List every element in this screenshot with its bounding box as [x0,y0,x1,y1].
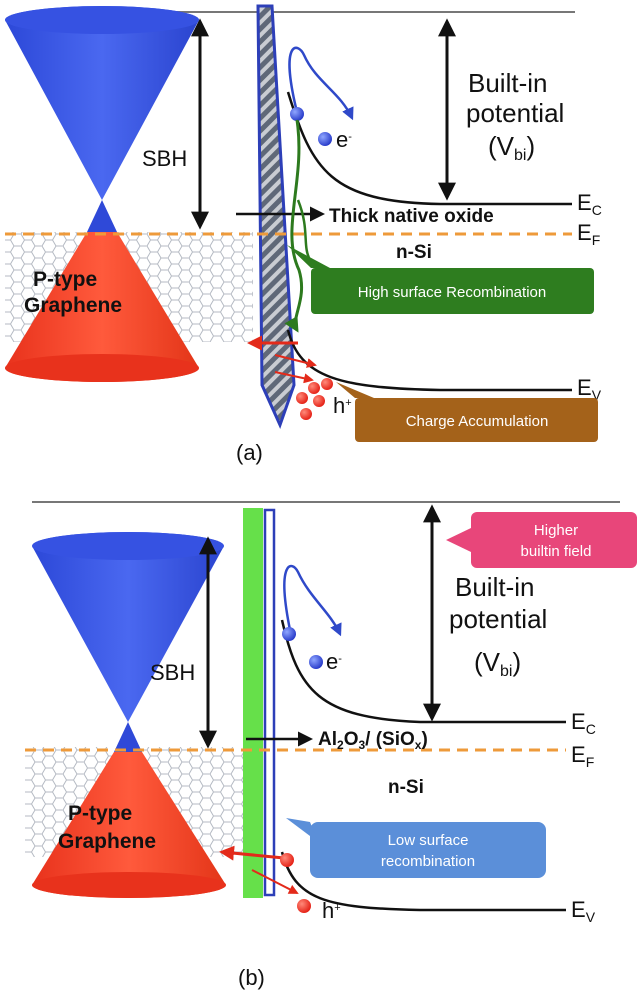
electron-ball [309,655,323,669]
dirac-cone-lower [5,232,199,382]
ef-label: EF [571,742,594,770]
cone-lower-rim [32,872,226,898]
electron-label: e- [336,127,352,152]
sbh-label: SBH [150,660,195,685]
interlayer-label: Al2O3/ (SiOx) [318,729,428,752]
cone-lower-rim [5,354,199,382]
hole-ball [296,392,308,404]
hole-label: h+ [333,393,352,418]
recombination-path [284,119,304,333]
electron-ball [318,132,332,146]
panel-label: (a) [236,440,263,465]
hole-arrow [274,354,317,368]
graphene-label-line2: Graphene [58,830,156,853]
hole-ball [280,853,294,867]
electron-ball [290,107,304,121]
built-in-label-line3: (Vbi) [474,647,521,680]
cone-upper-rim [32,532,224,560]
graphene-label-line1: P-type [68,802,132,825]
panel-a: SBH Built-in potential (Vbi) EC EF EV Th… [5,4,602,465]
dirac-cone-blue-tip [87,200,117,232]
hole-ball [321,378,333,390]
higher-field-callout: Higher builtin field [446,512,637,568]
svg-text:Charge Accumulation: Charge Accumulation [406,413,549,430]
hole-ball [313,395,325,407]
svg-text:recombination: recombination [381,853,475,870]
valence-band-edge [280,851,566,912]
ec-label: EC [577,190,602,218]
sbh-label: SBH [142,146,187,171]
ev-label: EV [577,375,602,403]
dirac-cone-blue-tip [114,722,142,752]
conduction-band-edge [280,619,566,724]
built-in-label-line2: potential [466,98,564,128]
siox-layer [263,508,276,897]
svg-text:Low surface: Low surface [388,832,469,849]
electron-escape-arrow [288,46,354,121]
electron-ball [282,627,296,641]
electron-label: e- [326,649,342,674]
panel-b: SBH Built-in potential (Vbi) Higher buil… [25,501,637,990]
electron-escape-arrow [283,564,342,637]
ec-label: EC [571,709,596,737]
al2o3-layer [243,508,263,898]
built-in-label-line3: (Vbi) [488,131,535,164]
interlayer-label: Thick native oxide [329,206,494,227]
graphene-label-line1: P-type [33,268,97,291]
hole-label: h+ [322,898,341,923]
graphene-label-line2: Graphene [24,294,122,317]
n-si-label: n-Si [396,242,432,263]
ev-label: EV [571,897,596,925]
svg-text:builtin field: builtin field [521,543,592,560]
high-recombination-callout: High surface Recombination [287,245,594,314]
svg-text:Higher: Higher [534,522,578,539]
hole-arrow [219,845,285,861]
dirac-cone-lower [32,752,226,898]
cone-upper-rim [5,6,199,34]
panel-label: (b) [238,965,265,990]
valence-band-edge [286,329,572,392]
hole-arrow [274,371,314,384]
built-in-label-line1: Built-in [455,572,534,602]
ef-label: EF [577,220,600,248]
hole-ball [300,408,312,420]
built-in-label-line2: potential [449,604,547,634]
hole-ball [308,382,320,394]
hole-ball [297,899,311,913]
svg-text:High surface Recombination: High surface Recombination [358,284,546,301]
dirac-cone-upper [32,532,224,722]
hole-arrow [251,869,299,894]
charge-accumulation-callout: Charge Accumulation [336,382,598,442]
n-si-label: n-Si [388,777,424,798]
low-recombination-callout: Low surface recombination [286,818,546,878]
built-in-label-line1: Built-in [468,68,547,98]
dirac-cone-upper [5,6,199,200]
recombination-branch [296,199,312,261]
